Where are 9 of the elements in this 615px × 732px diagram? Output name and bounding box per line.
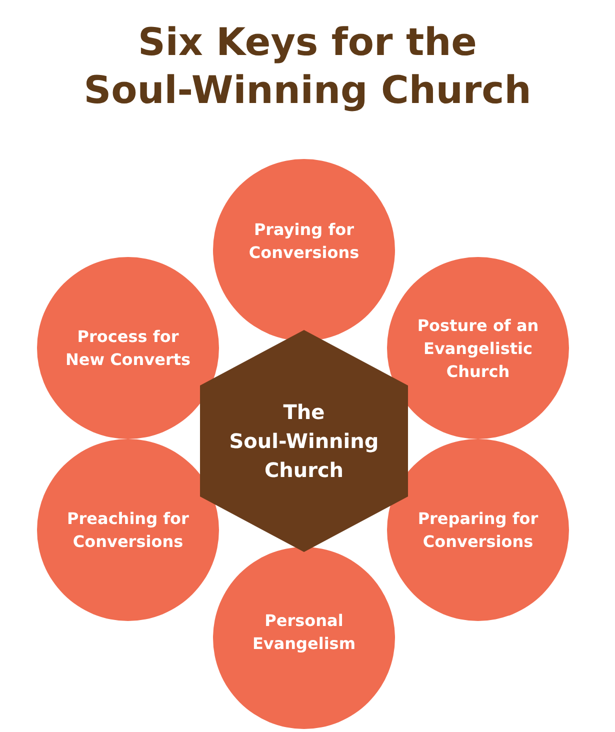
- node-label: Preaching for Conversions: [66, 508, 190, 553]
- node-label: Personal Evangelism: [251, 610, 356, 655]
- node-label: Process for New Converts: [64, 326, 192, 371]
- title: Six Keys for the Soul-Winning Church: [82, 19, 532, 114]
- hexagon-node: [200, 330, 408, 552]
- node-label: Preparing for Conversions: [416, 508, 540, 553]
- node-label: Praying for Conversions: [248, 219, 360, 264]
- node-label: The Soul-Winning Church: [228, 398, 380, 484]
- node-label: Posture of an Evangelistic Church: [416, 314, 540, 382]
